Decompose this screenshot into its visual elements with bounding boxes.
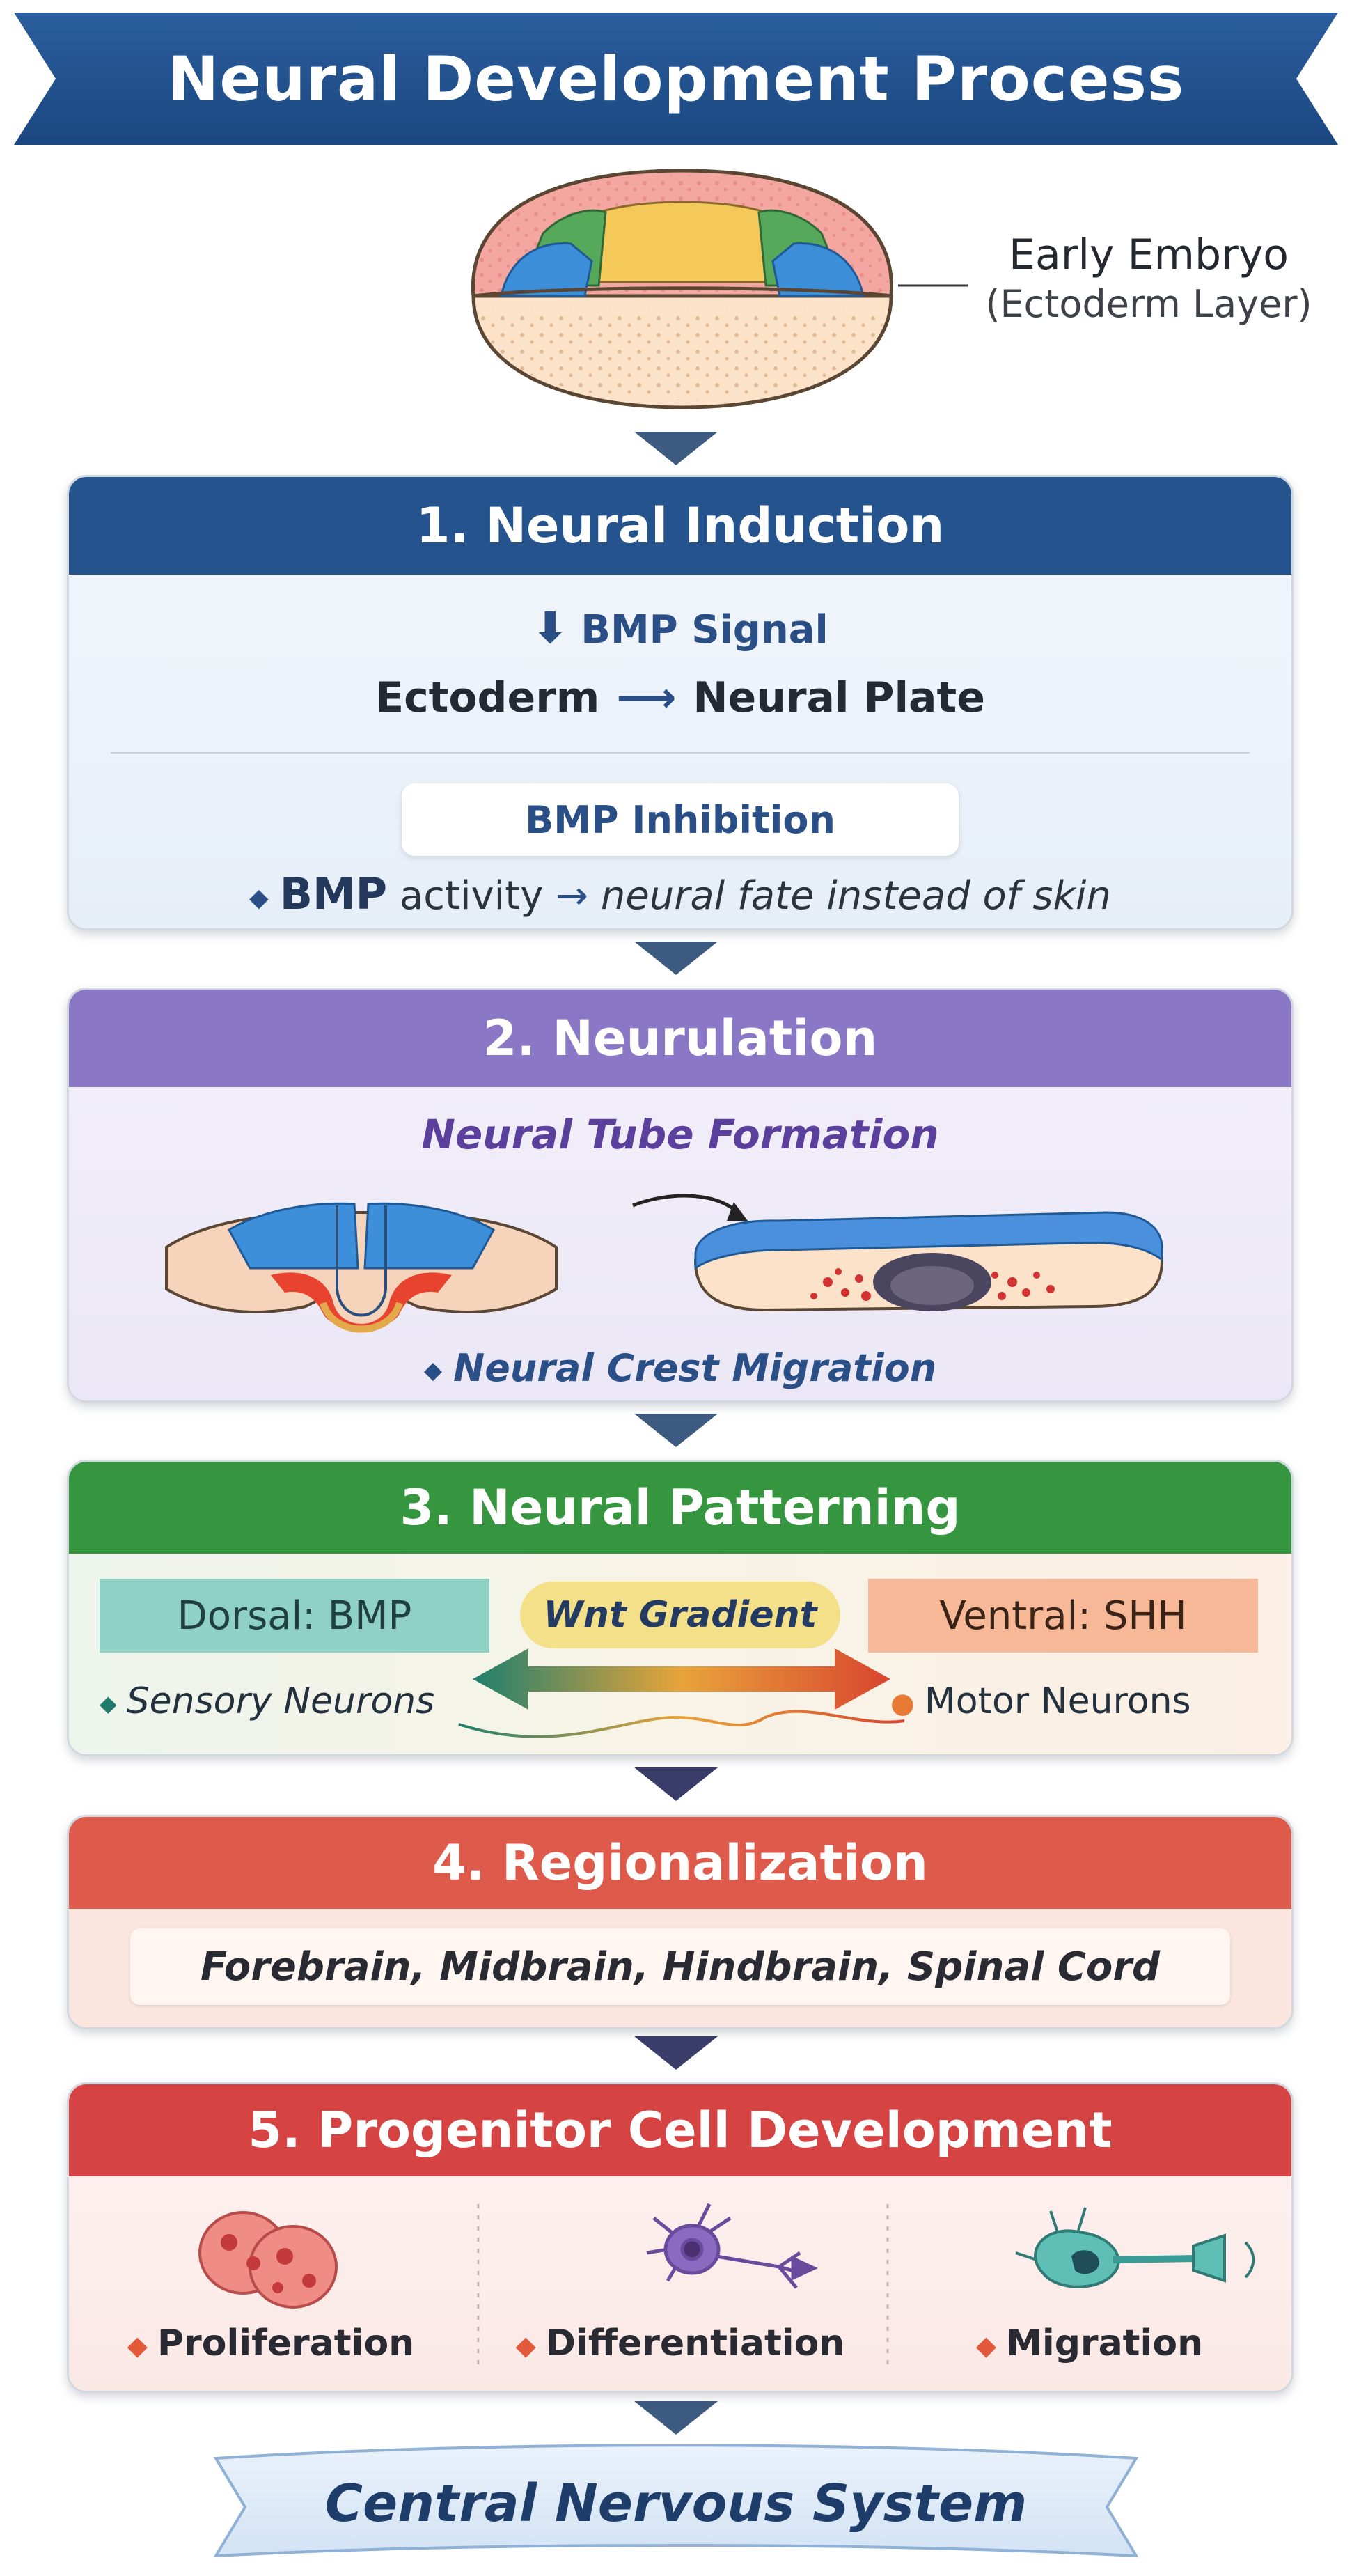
stage-5-body: ◆ Proliferation ◆ Differentiation ◆ Migrati… [69,2176,1291,2391]
migration-label: ◆ Migration [888,2323,1291,2364]
diamond-bullet-icon: ◆ [100,1690,117,1717]
connector-arrow-3 [634,1414,718,1447]
wnt-gradient-badge: Wnt Gradient [520,1582,840,1648]
brain-regions-box: Forebrain, Midbrain, Hindbrain, Spinal C… [130,1928,1230,2005]
neural-crest-text: Neural Crest Migration [453,1346,937,1390]
stage-5-heading: 5. Progenitor Cell Development [69,2084,1291,2176]
diamond-bullet-icon: ◆ [423,1357,443,1385]
motor-neurons-label: ● Motor Neurons [890,1680,1280,1722]
right-arrow-icon: ⟶ [616,673,677,722]
stage-neural-induction: 1. Neural Induction ⬇ BMP Signal Ectoderm… [67,475,1294,930]
page-title: Neural Development Process [167,42,1185,115]
note-bold: BMP [279,868,388,919]
down-arrow-icon: ⬇ [532,602,569,653]
stage-4-body: Forebrain, Midbrain, Hindbrain, Spinal C… [69,1909,1291,2027]
proliferating-cells-icon [198,2211,338,2309]
ventral-shh-box: Ventral: SHH [868,1579,1258,1653]
diamond-bullet-icon: ◆ [127,2330,148,2361]
differentiation-text: Differentiation [545,2323,845,2364]
neural-tube-formation-label: Neural Tube Formation [421,1111,939,1158]
embryo-label-subtitle: (Ectoderm Layer) [985,282,1312,326]
bmp-signal-label: ⬇ BMP Signal [69,602,1291,653]
from-tissue: Ectoderm [375,673,600,722]
migration-text: Migration [1006,2323,1204,2364]
dot-bullet-icon: ● [890,1687,915,1719]
to-tissue: Neural Plate [693,673,985,722]
connector-arrow-4 [634,1767,718,1801]
stage-4-heading: 4. Regionalization [69,1817,1291,1909]
stage-3-heading: 3. Neural Patterning [69,1462,1291,1554]
neurulation-illustration [165,1194,1164,1333]
stage-3-body: Dorsal: BMP Ventral: SHH Wnt Gradient ◆ S… [69,1554,1291,1754]
neural-crest-migration-note: ◆ Neural Crest Migration [69,1346,1291,1390]
stage-1-heading: 1. Neural Induction [69,477,1291,575]
neural-tube [693,1211,1164,1312]
early-embryo-illustration [471,169,893,409]
stage-progenitor-cell-development: 5. Progenitor Cell Development [67,2082,1294,2393]
embryo-label: Early Embryo (Ectoderm Layer) [961,230,1337,329]
curved-arrow-icon [632,1194,739,1214]
connector-arrow-5 [634,2036,718,2070]
folding-neural-plate [165,1202,558,1333]
title-banner [14,13,1338,145]
diamond-bullet-icon: ◆ [515,2330,536,2361]
stage-neurulation: 2. Neurulation Neural Tube Formation [67,988,1294,1403]
stage-regionalization: 4. Regionalization Forebrain, Midbrain, … [67,1815,1294,2029]
note-mid: activity [387,873,556,919]
central-nervous-system-label: Central Nervous System [324,2474,1028,2534]
embryo-label-leader-line [898,284,968,287]
stage-neural-patterning: 3. Neural Patterning Dorsal: BMP Ventral… [67,1460,1294,1756]
note-arrow-icon: → [556,873,589,919]
motor-neurons-text: Motor Neurons [924,1680,1191,1722]
stage-2-heading: 2. Neurulation [69,990,1291,1087]
differentiating-neuron-icon [646,2203,818,2289]
dorsal-bmp-box: Dorsal: BMP [100,1579,489,1653]
note-italic: neural fate instead of skin [588,873,1111,919]
connector-arrow-1 [634,432,718,465]
diamond-bullet-icon: ◆ [249,884,269,913]
ectoderm-to-neural-plate: Ectoderm ⟶ Neural Plate [69,673,1291,722]
embryo-label-title: Early Embryo [1009,231,1289,279]
sensory-neurons-text: Sensory Neurons [126,1680,435,1722]
bmp-signal-text: BMP Signal [581,607,828,653]
stage-2-body: Neural Tube Formation [69,1087,1291,1400]
bidirectional-gradient-arrow [473,1648,890,1710]
diamond-bullet-icon: ◆ [975,2330,997,2361]
migrating-neuron-icon [1015,2207,1255,2288]
sensory-neurons-label: ◆ Sensory Neurons [100,1680,531,1722]
bmp-inhibition-pill: BMP Inhibition [402,783,959,856]
proliferation-text: Proliferation [157,2323,415,2364]
differentiation-label: ◆ Differentiation [478,2323,882,2364]
connector-arrow-6 [634,2401,718,2435]
bmp-activity-note: ◆ BMP activity → neural fate instead of s… [69,868,1291,919]
progenitor-cells-illustration [198,2203,1255,2364]
connector-arrow-2 [634,942,718,975]
final-ribbon [213,2444,1139,2558]
divider [111,752,1250,754]
stage-1-body: ⬇ BMP Signal Ectoderm ⟶ Neural Plate BMP In… [69,575,1291,928]
gradient-arrow-illustration [458,1648,905,1738]
proliferation-label: ◆ Proliferation [69,2323,473,2364]
